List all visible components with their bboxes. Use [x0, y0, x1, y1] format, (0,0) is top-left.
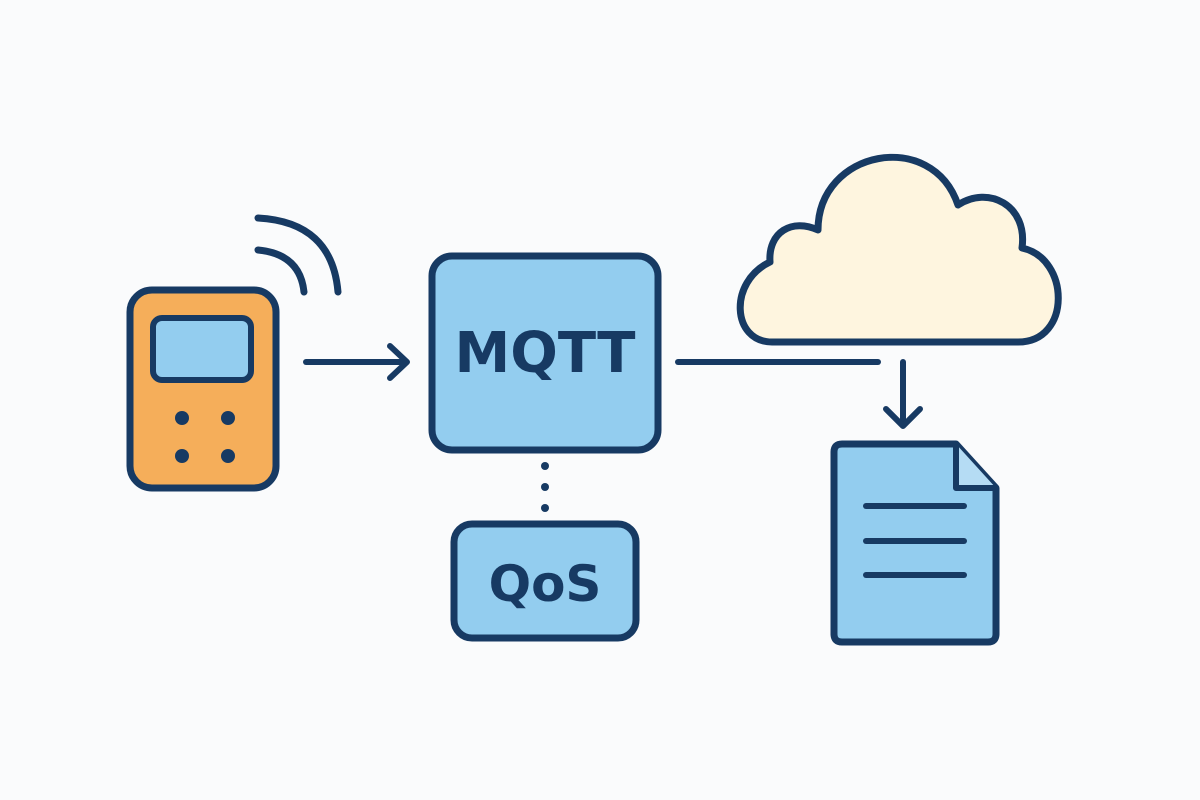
- device-button: [221, 449, 235, 463]
- connector-dot: [541, 504, 549, 512]
- document-fold: [953, 444, 996, 491]
- connector-dot: [541, 462, 549, 470]
- qos-box-shape: [450, 520, 640, 642]
- arrow-head: [387, 343, 410, 381]
- mqtt-box-shape: [428, 252, 662, 454]
- dotted-connector: [541, 462, 549, 512]
- iot-device-icon: [126, 286, 280, 492]
- arrow-cloud-to-document: [883, 359, 923, 429]
- signal-arc-outer: [254, 214, 342, 296]
- cloud-icon: [736, 153, 1062, 346]
- device-button: [221, 411, 235, 425]
- cloud-shape: [736, 153, 1062, 346]
- document-icon: [830, 440, 1000, 646]
- arrow-device-to-broker: [303, 343, 410, 381]
- mqtt-broker-box: MQTT: [428, 252, 662, 454]
- wireless-signal-icon: [254, 214, 342, 296]
- qos-box: QoS: [450, 520, 640, 642]
- qos-label: QoS: [489, 555, 602, 613]
- connector-dot: [541, 483, 549, 491]
- mqtt-label: MQTT: [454, 321, 635, 386]
- signal-arc-inner: [254, 246, 308, 296]
- device-button: [175, 411, 189, 425]
- device-button: [175, 449, 189, 463]
- arrow-head: [883, 406, 923, 429]
- device-screen: [150, 315, 254, 383]
